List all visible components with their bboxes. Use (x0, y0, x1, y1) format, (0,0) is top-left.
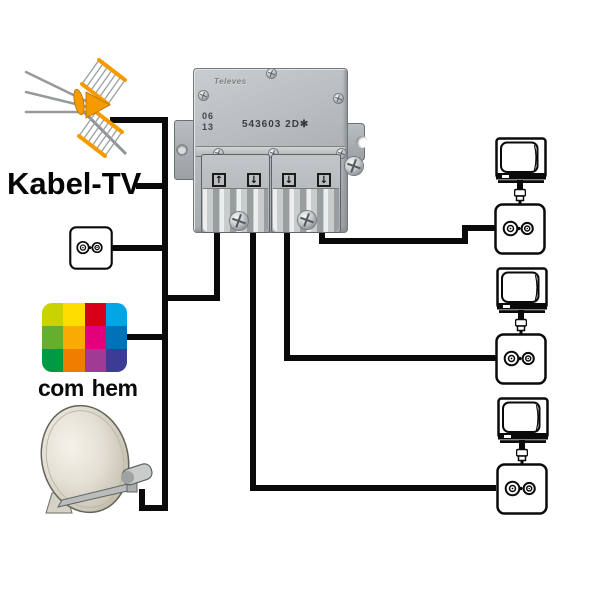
tv-outlet-group-3 (496, 397, 549, 515)
comhem-tile (42, 303, 64, 326)
brand-engraving: Televes (214, 77, 247, 86)
screw-icon (268, 148, 278, 158)
comhem-tile (84, 303, 106, 326)
comhem-tile (84, 349, 106, 372)
screw-icon (230, 212, 248, 230)
input-port-arrow: ↑ (212, 173, 226, 187)
crt-tv-icon (496, 267, 548, 313)
comhem-tile (105, 303, 127, 326)
cable-output2-to-outlet2 (284, 226, 496, 361)
tv-outlet-group-2 (495, 267, 548, 385)
output-port-arrow: ↓ (317, 173, 331, 187)
coax-wall-outlet-icon (494, 203, 546, 255)
cable-tv-label: Kabel-TV (7, 166, 142, 201)
comhem-tile (63, 349, 85, 372)
screw-icon (333, 93, 343, 103)
screw-icon (298, 211, 316, 229)
connector-block-left: ↑ ↓ (201, 154, 270, 233)
comhem-tile (105, 326, 127, 349)
f-connector-icon (516, 440, 528, 464)
connector-block-right: ↓ ↓ (271, 154, 341, 233)
coax-wall-outlet-icon (496, 463, 548, 515)
comhem-tile (105, 349, 127, 372)
screw-icon (266, 69, 276, 78)
f-connector-icon (514, 180, 526, 204)
comhem-tile (63, 326, 85, 349)
f-connector-icon (515, 310, 527, 334)
cable-trunk-to-splitter-input (162, 226, 220, 301)
coax-wall-outlet-icon (495, 333, 547, 385)
comhem-tile (42, 349, 64, 372)
crt-tv-icon (497, 397, 549, 443)
splitter-device: Televes 06 13 543603 2D✱ ↑ ↓ ↓ ↓ (172, 63, 368, 235)
date-code: 06 13 (202, 111, 215, 132)
satellite-dish-icon (40, 404, 153, 514)
cable-output3-to-outlet1 (319, 225, 496, 244)
crt-tv-icon (495, 137, 547, 183)
cable-output1-to-outlet3 (250, 226, 496, 491)
mounting-hole (176, 144, 188, 156)
comhem-tile (63, 303, 85, 326)
screw-icon (336, 148, 346, 158)
terrestrial-antenna-icon (24, 58, 128, 158)
coax-wall-outlet-icon (69, 226, 113, 270)
splitter-body: Televes 06 13 543603 2D✱ ↑ ↓ ↓ ↓ (193, 68, 348, 233)
comhem-tile (84, 326, 106, 349)
comhem-logo (42, 303, 127, 372)
cable-trunk-antenna-to-dish (110, 117, 168, 511)
mounting-tab-left (174, 120, 195, 180)
comhem-tile (42, 326, 64, 349)
screw-icon (198, 90, 208, 100)
comhem-wordmark: com hem (38, 375, 138, 401)
model-marking: 543603 2D✱ (242, 119, 310, 130)
screw-icon (213, 148, 223, 158)
mounting-notch (356, 136, 368, 148)
output-port-arrow: ↓ (282, 173, 296, 187)
tv-outlet-group-1 (494, 137, 547, 255)
screw-icon (345, 157, 363, 175)
output-port-arrow: ↓ (247, 173, 261, 187)
